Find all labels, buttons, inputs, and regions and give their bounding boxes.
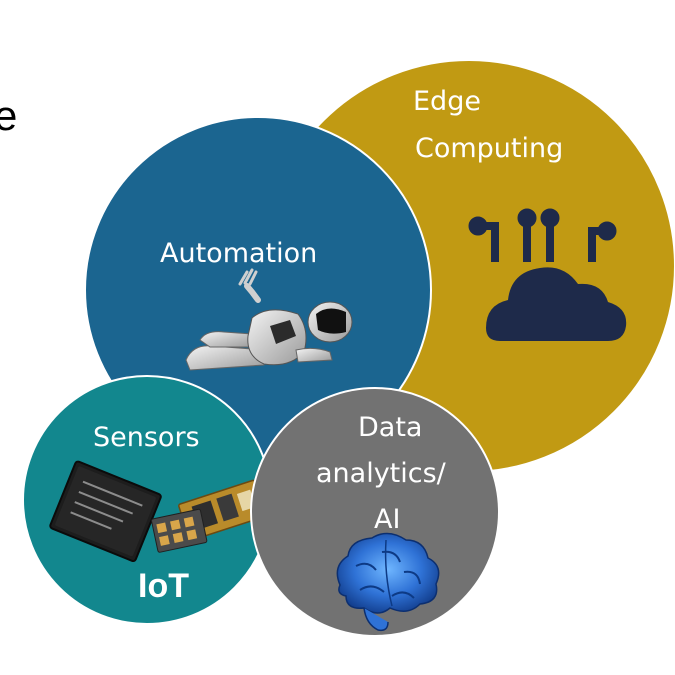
data-analytics-circle: Data analytics/ AI	[250, 387, 500, 637]
data-label-line1: Data	[358, 412, 422, 443]
automation-circle: Automation	[84, 116, 432, 464]
sensors-label: Sensors	[93, 422, 200, 453]
edge-label-line1: Edge	[413, 86, 481, 117]
data-label-line2: analytics/	[316, 458, 447, 489]
sensor-chips-icon	[49, 460, 267, 563]
automation-label: Automation	[160, 238, 317, 269]
iot-label: IoT	[138, 567, 189, 605]
edge-label-line2: Computing	[415, 133, 563, 164]
brain-icon	[336, 532, 440, 632]
cloud-circuit-icon	[468, 208, 627, 341]
data-label-line3: AI	[374, 504, 400, 535]
robot-icon	[185, 268, 353, 371]
partial-text: e	[0, 92, 17, 139]
sensors-circle: Sensors IoT	[22, 375, 272, 625]
